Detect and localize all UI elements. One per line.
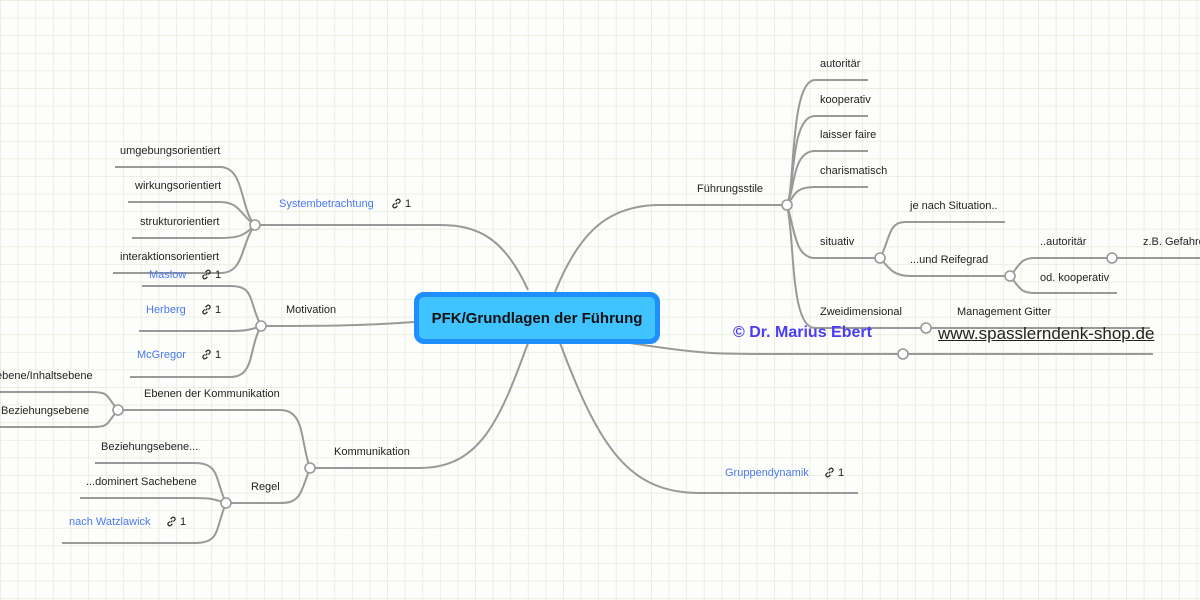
topic-kommunikation[interactable]: Kommunikation — [334, 446, 410, 458]
link-icon — [392, 198, 401, 209]
topic-charismatisch[interactable]: charismatisch — [820, 165, 888, 177]
topic-beziehungsebene-dots[interactable]: Beziehungsebene... — [101, 441, 199, 453]
topic-nach-watzlawick[interactable]: nach Watzlawick — [69, 516, 151, 528]
link-icon — [202, 269, 211, 280]
link-icon — [202, 349, 211, 360]
link-badge[interactable]: 1 — [391, 198, 411, 211]
link-count: 1 — [838, 467, 845, 479]
link-badge[interactable]: 1 — [824, 467, 844, 480]
topic-herberg[interactable]: Herberg — [146, 304, 186, 316]
topic-strukturorientiert[interactable]: strukturorientiert — [140, 216, 220, 228]
topic-gruppendynamik[interactable]: Gruppendynamik — [725, 467, 809, 479]
topic-management-gitter[interactable]: Management Gitter — [957, 306, 1052, 318]
collapse-handle[interactable] — [249, 219, 261, 231]
collapse-handle[interactable] — [874, 252, 886, 264]
topic-od-kooperativ[interactable]: od. kooperativ — [1040, 272, 1110, 284]
topic-situativ[interactable]: situativ — [820, 236, 855, 248]
link-icon — [167, 516, 176, 527]
link-icon — [825, 467, 834, 478]
topic-laisser-faire[interactable]: laisser faire — [820, 129, 877, 141]
link-count: 1 — [215, 269, 222, 281]
topic-umgebungsorientiert[interactable]: umgebungsorientiert — [120, 145, 221, 157]
collapse-handle[interactable] — [255, 320, 267, 332]
link-count: 1 — [215, 349, 222, 361]
collapse-handle[interactable] — [920, 322, 932, 334]
central-topic-label: PFK/Grundlagen der Führung — [431, 309, 643, 327]
topic-autoritaer-situativ[interactable]: ..autoritär — [1040, 236, 1087, 248]
link-count: 1 — [405, 198, 412, 210]
link-icon — [202, 304, 211, 315]
topic-mcgregor[interactable]: McGregor — [137, 349, 186, 361]
topic-beziehungsebene[interactable]: Beziehungsebene — [1, 405, 90, 417]
topic-motivation[interactable]: Motivation — [286, 304, 337, 316]
topic-maslow[interactable]: Maslow — [149, 269, 187, 281]
link-badge[interactable]: 1 — [201, 349, 221, 362]
collapse-handle[interactable] — [220, 497, 232, 509]
topic-wirkungsorientiert[interactable]: wirkungsorientiert — [135, 180, 222, 192]
topic-regel[interactable]: Regel — [251, 481, 280, 493]
collapse-handle[interactable] — [1106, 252, 1118, 264]
topic-kooperativ[interactable]: kooperativ — [820, 94, 871, 106]
link-badge[interactable]: 1 — [201, 269, 221, 282]
topic-je-nach-situation[interactable]: je nach Situation.. — [910, 200, 998, 212]
copyright-label: © Dr. Marius Ebert — [733, 324, 872, 341]
topic-ebenen-der-kommunikation[interactable]: Ebenen der Kommunikation — [144, 388, 280, 400]
topic-zweidimensional[interactable]: Zweidimensional — [820, 306, 902, 318]
topic-systembetrachtung[interactable]: Systembetrachtung — [279, 198, 374, 210]
link-count: 1 — [180, 516, 187, 528]
link-badge[interactable]: 1 — [166, 516, 186, 529]
topic-fuehrungsstile[interactable]: Führungsstile — [697, 183, 764, 195]
collapse-handle[interactable] — [304, 462, 316, 474]
topic-reifegrad[interactable]: ...und Reifegrad — [910, 254, 989, 266]
topic-inhaltsebene[interactable]: ebene/Inhaltsebene — [0, 370, 93, 382]
collapse-handle[interactable] — [112, 404, 124, 416]
collapse-handle[interactable] — [1004, 270, 1016, 282]
link-count: 1 — [215, 304, 222, 316]
topic-interaktionsorientiert[interactable]: interaktionsorientiert — [120, 251, 220, 263]
website-link[interactable]: www.spasslerndenk-shop.de — [938, 324, 1155, 343]
collapse-handle[interactable] — [781, 199, 793, 211]
topic-dominert-sachebene[interactable]: ...dominert Sachebene — [86, 476, 197, 488]
topic-autoritaer[interactable]: autoritär — [820, 58, 861, 70]
topic-gefahr[interactable]: z.B. Gefahre — [1143, 236, 1200, 248]
collapse-handle[interactable] — [897, 348, 909, 360]
link-badge[interactable]: 1 — [201, 304, 221, 317]
central-topic[interactable]: PFK/Grundlagen der Führung — [414, 292, 660, 344]
